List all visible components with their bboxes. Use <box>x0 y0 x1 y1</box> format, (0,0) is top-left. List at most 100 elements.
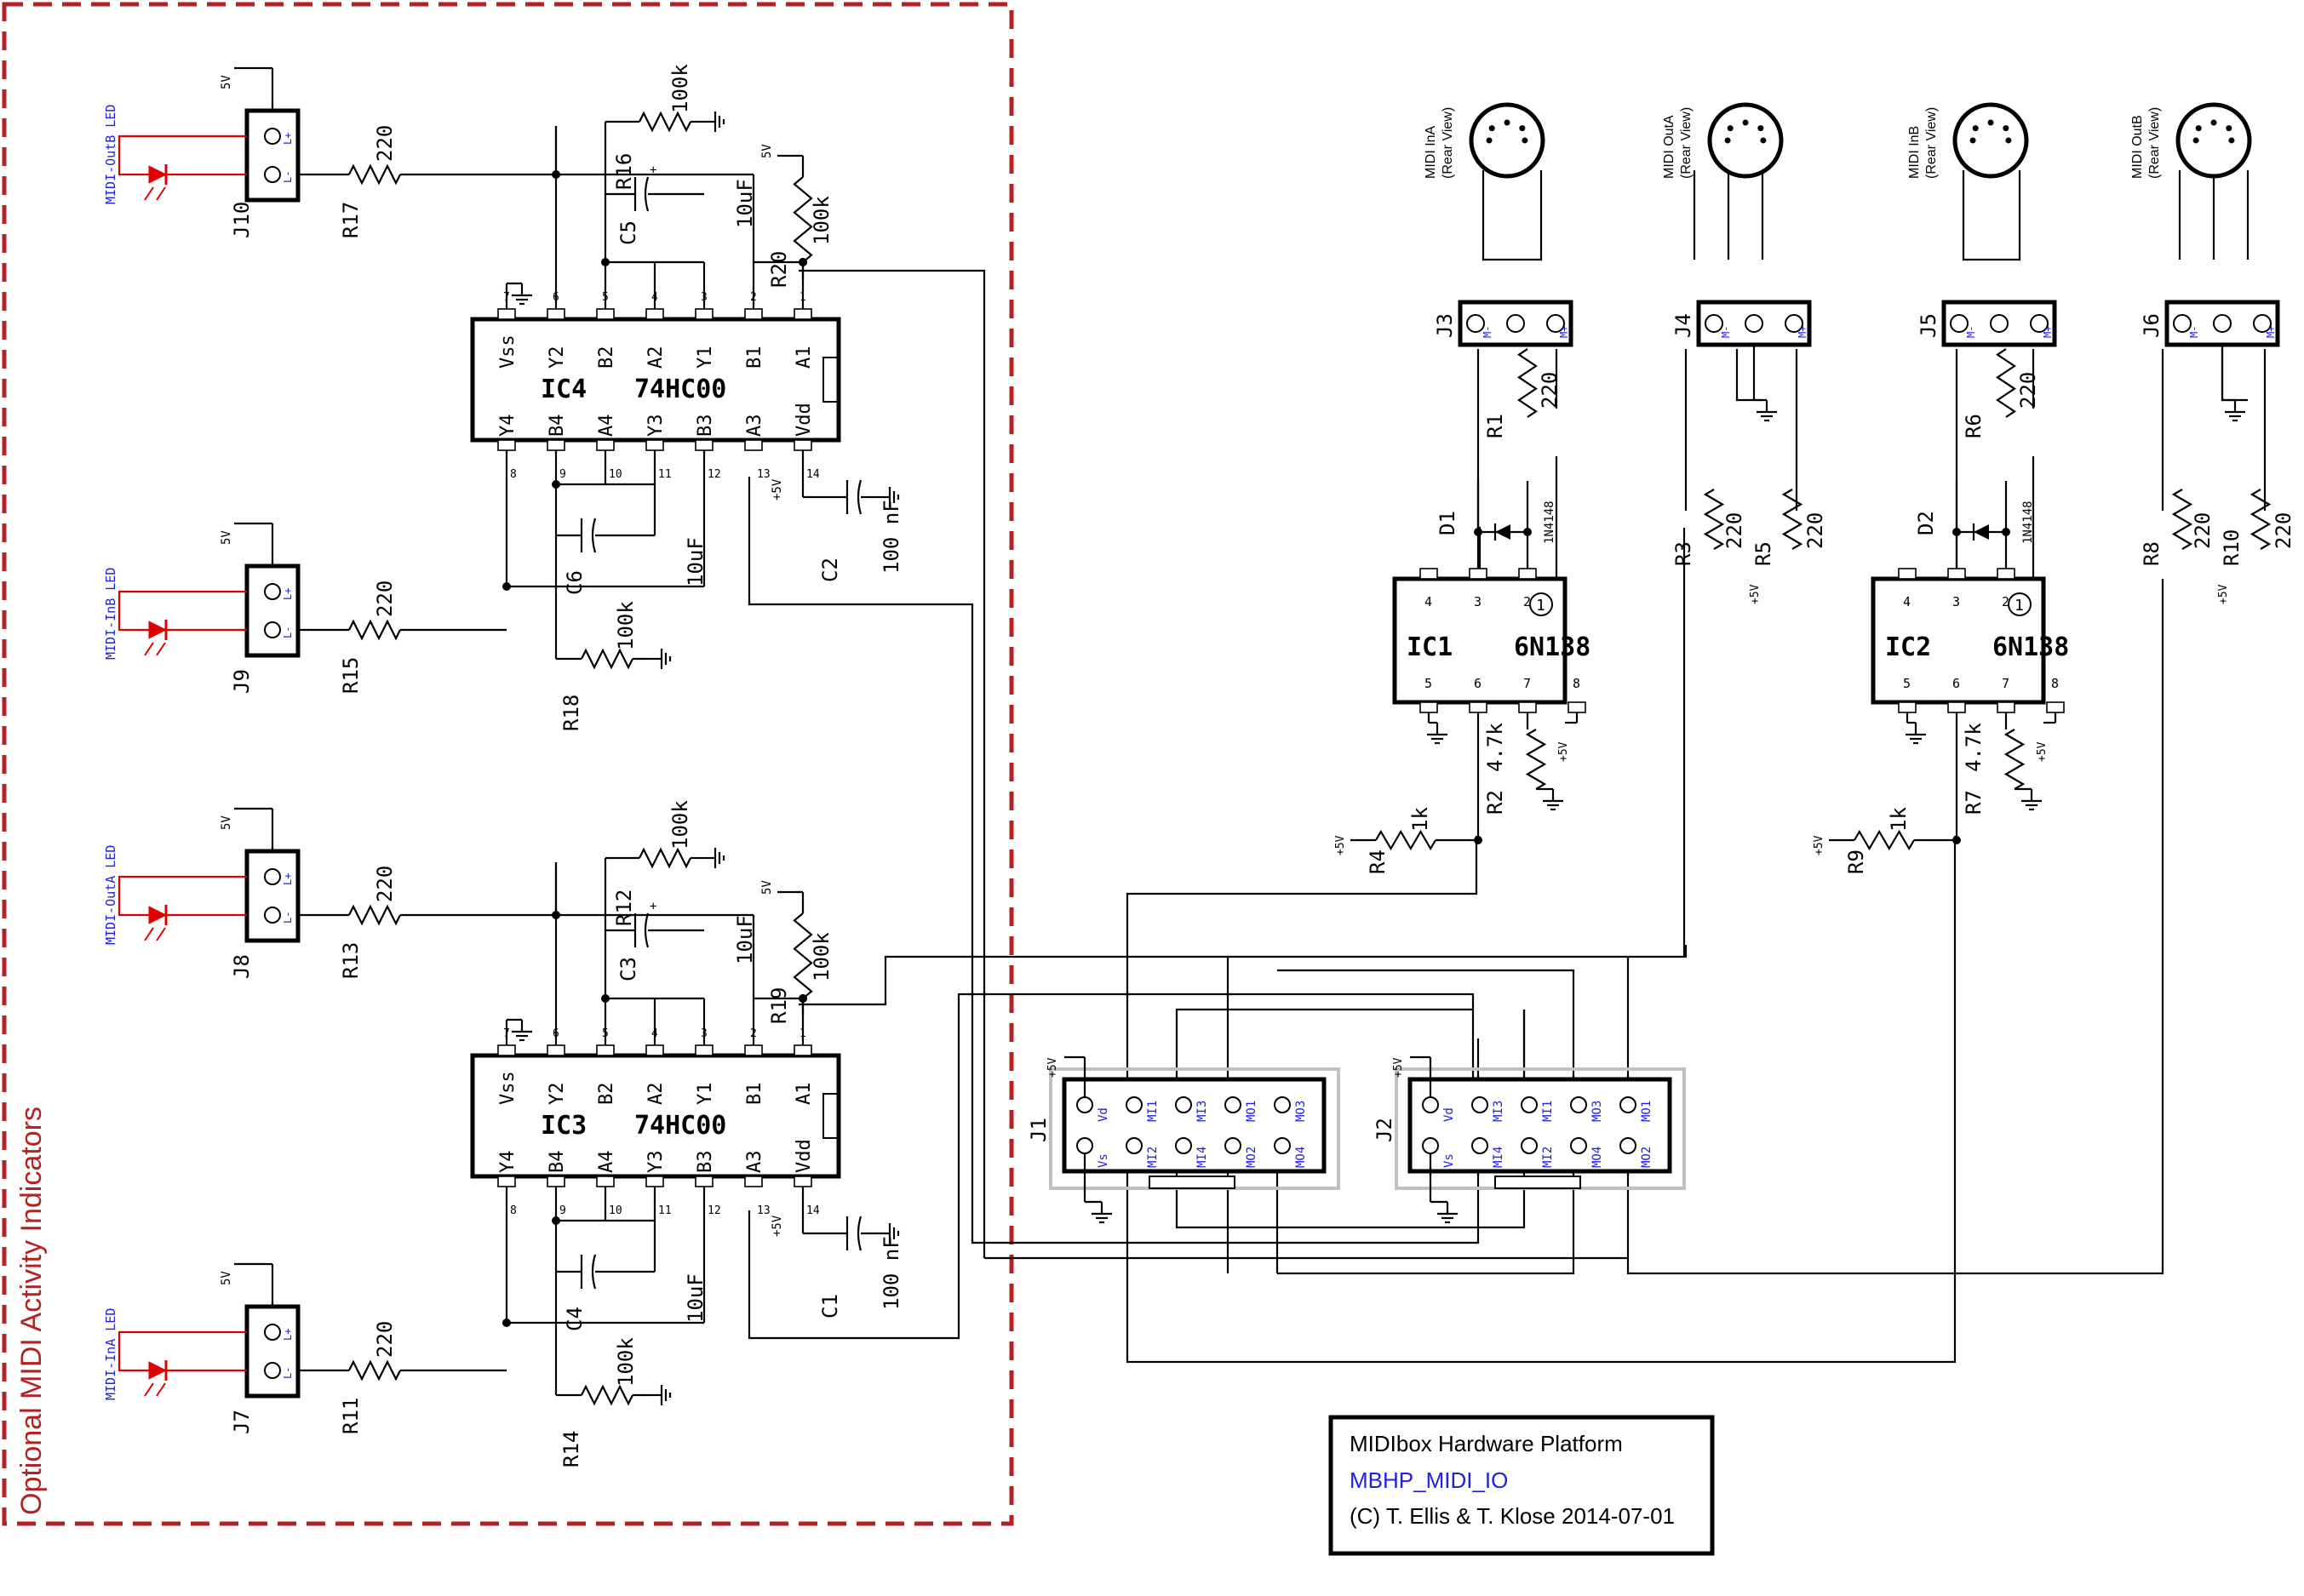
header-body <box>1407 1077 1672 1174</box>
pin-number: 9 <box>559 1204 566 1217</box>
header-pin-label: Vd <box>1097 1107 1110 1122</box>
optional-region-frame <box>2 2 1014 1526</box>
jack-pin-label: M+ <box>1558 326 1570 338</box>
led-symbol <box>117 1330 247 1397</box>
pin-number: 12 <box>708 1204 721 1217</box>
din-pin <box>2195 125 2202 132</box>
header-pin-label: MO2 <box>1245 1147 1258 1168</box>
capacitor-ref: C2 <box>818 558 842 582</box>
ic-pin <box>645 1176 664 1187</box>
ic-ref: IC2 <box>1885 632 1931 662</box>
din-title: MIDI OutA <box>1662 115 1676 179</box>
pin-circle <box>264 1324 281 1341</box>
ic-part: 74HC00 <box>634 1111 726 1141</box>
supply-label: +5V <box>1334 835 1347 855</box>
resistor-value: 220 <box>1803 512 1827 549</box>
din-pin <box>2228 137 2235 144</box>
resistor-ref: R16 <box>612 153 636 190</box>
jack-pin <box>1785 314 1803 333</box>
junction-dot <box>601 994 610 1003</box>
ic-pin <box>497 1044 516 1056</box>
polarity-mark: - <box>626 163 633 177</box>
din-pin <box>2005 137 2012 144</box>
junction-dot <box>502 582 511 591</box>
jack-pin-label: M- <box>1482 326 1493 338</box>
pin-signal: Y1 <box>695 1083 716 1106</box>
pin-number: 4 <box>1424 594 1432 609</box>
header-key <box>1494 1176 1581 1189</box>
din-title: MIDI InB <box>1907 126 1922 179</box>
din-socket-j3: MIDI InA(Rear View)M-M+J3 <box>1424 102 1573 347</box>
led-symbol <box>117 590 247 656</box>
opto-wires <box>1476 170 2267 579</box>
din-view: (Rear View) <box>2147 107 2162 179</box>
supply-label: +5V <box>771 478 784 501</box>
resistor-ref: R8 <box>2140 541 2164 566</box>
resistor-ref: R6 <box>1962 414 1986 438</box>
din-title: MIDI InA <box>1424 125 1438 179</box>
resistor-value: 100k <box>668 800 692 849</box>
header-pin-label: MO2 <box>1640 1147 1653 1168</box>
ic-pin <box>1518 568 1537 580</box>
pin-signal: Y4 <box>497 1151 519 1174</box>
header-pin-label: MI4 <box>1195 1147 1209 1168</box>
supply-label: +5V <box>1557 741 1570 762</box>
resistor-value: 100k <box>614 601 638 650</box>
header-pin-label: MO1 <box>1640 1101 1653 1122</box>
din-pin <box>2003 125 2009 132</box>
pin-signal: Y2 <box>547 1083 568 1106</box>
pin-number: 5 <box>1903 676 1911 691</box>
capacitor-ref: C3 <box>616 957 640 981</box>
led-label: MIDI-OutB LED <box>103 105 118 204</box>
jack-ref: J5 <box>1917 313 1940 338</box>
resistor-ref: R13 <box>339 942 363 979</box>
pin-signal: B1 <box>744 346 765 369</box>
pin-label: L+ <box>282 873 294 885</box>
supply-label: +5V <box>1749 584 1762 604</box>
header-pin <box>1126 1137 1143 1154</box>
ic-pin <box>1419 701 1438 713</box>
pin-signal: B4 <box>547 1151 568 1174</box>
din-pin <box>1972 125 1979 132</box>
pin-signal: B2 <box>596 346 617 369</box>
junction-dot <box>799 994 807 1003</box>
header-pin <box>1570 1137 1587 1154</box>
ic-pin <box>744 439 763 451</box>
ic-pin <box>1997 701 2015 713</box>
pin-number: 10 <box>609 468 622 481</box>
capacitor-value: 100 nF <box>880 500 903 574</box>
header-pin <box>1422 1137 1439 1154</box>
header-pin-label: MI2 <box>1541 1147 1555 1168</box>
pin-circle <box>264 868 281 885</box>
header-pin <box>1076 1137 1093 1154</box>
title-line-1: MIDIbox Hardware Platform <box>1350 1431 1623 1456</box>
pin-signal: A2 <box>645 346 667 369</box>
ic-pin <box>547 1044 565 1056</box>
pin-number: 8 <box>2051 676 2059 691</box>
pin-circle <box>264 583 281 600</box>
jack-ref: J4 <box>1671 313 1695 338</box>
ic-pin <box>695 1176 714 1187</box>
din-pin <box>1486 137 1493 144</box>
supply-label: +5V <box>2217 584 2230 604</box>
header-pin <box>1224 1096 1241 1113</box>
supply-label: 5V <box>220 815 233 830</box>
pin-signal: Y3 <box>645 415 667 438</box>
header-pin-label: MO1 <box>1245 1101 1258 1122</box>
pin-number: 11 <box>658 1204 672 1217</box>
header-pin-label: Vs <box>1097 1153 1110 1168</box>
pin-label: L- <box>282 171 294 183</box>
ic-pin <box>794 439 812 451</box>
header-pin <box>1274 1137 1291 1154</box>
pin-circle <box>264 621 281 638</box>
ic-pin <box>596 1044 615 1056</box>
resistor-ref: R2 <box>1483 790 1507 815</box>
pin1-number: 1 <box>2015 597 2024 615</box>
resistor-ref: R19 <box>767 987 791 1024</box>
resistor-value: 100k <box>614 1337 638 1387</box>
pin-signal: A2 <box>645 1083 667 1106</box>
supply-label: 5V <box>760 144 774 158</box>
